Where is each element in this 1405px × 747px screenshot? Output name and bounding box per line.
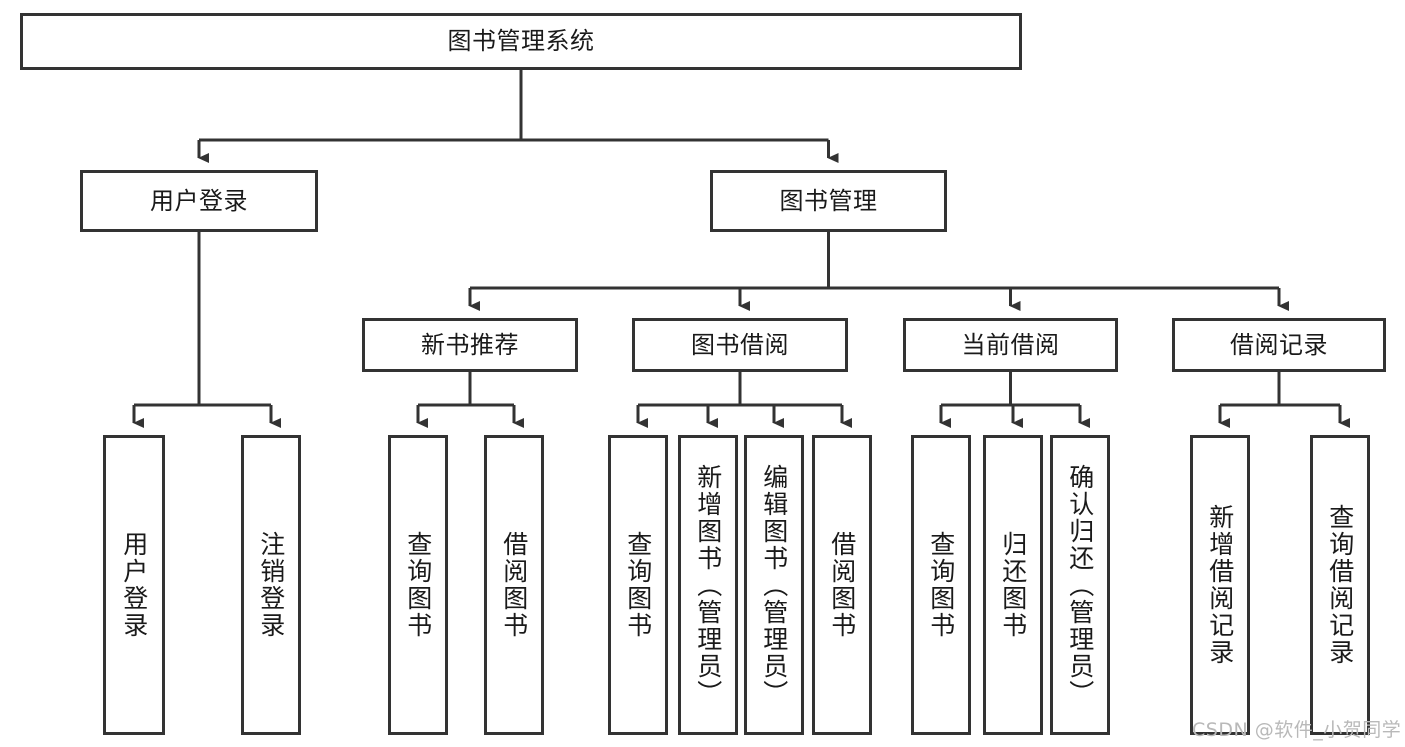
node-label: 查询图书	[623, 531, 653, 639]
node-l4_4: 查询图书	[608, 435, 668, 735]
node-l3_2: 当前借阅	[903, 318, 1118, 372]
node-label: 借阅记录	[1230, 330, 1328, 359]
node-l3_3: 借阅记录	[1172, 318, 1386, 372]
node-label: 新增图书（管理员）	[693, 463, 723, 707]
node-label: 归还图书	[998, 531, 1028, 639]
node-label: 用户登录	[119, 531, 149, 639]
node-label: 查询借阅记录	[1325, 504, 1355, 666]
node-label: 确认归还（管理员）	[1065, 463, 1095, 707]
node-label: 注销登录	[256, 531, 286, 639]
node-label: 查询图书	[403, 531, 433, 639]
node-l4_3: 借阅图书	[484, 435, 544, 735]
node-label: 查询图书	[926, 531, 956, 639]
node-label: 新书推荐	[421, 330, 519, 359]
node-l4_10: 确认归还（管理员）	[1050, 435, 1110, 735]
node-l4_2: 查询图书	[388, 435, 448, 735]
node-l2_1: 图书管理	[710, 170, 947, 232]
node-root: 图书管理系统	[20, 13, 1022, 70]
node-l4_12: 查询借阅记录	[1310, 435, 1370, 735]
node-l4_0: 用户登录	[103, 435, 165, 735]
node-label: 图书管理	[779, 186, 878, 215]
node-label: 编辑图书（管理员）	[759, 463, 789, 707]
node-label: 新增借阅记录	[1205, 504, 1235, 666]
node-label: 图书管理系统	[447, 27, 595, 56]
node-l2_0: 用户登录	[80, 170, 318, 232]
node-label: 借阅图书	[827, 531, 857, 639]
node-l4_7: 借阅图书	[812, 435, 872, 735]
node-label: 借阅图书	[499, 531, 529, 639]
node-l4_9: 归还图书	[983, 435, 1043, 735]
node-l4_8: 查询图书	[911, 435, 971, 735]
node-label: 当前借阅	[961, 330, 1060, 359]
node-l3_1: 图书借阅	[632, 318, 848, 372]
node-l4_11: 新增借阅记录	[1190, 435, 1250, 735]
node-l4_5: 新增图书（管理员）	[678, 435, 738, 735]
node-label: 用户登录	[150, 186, 248, 215]
node-label: 图书借阅	[691, 330, 789, 359]
watermark-label: CSDN @软件_小贺同学	[1192, 719, 1402, 741]
node-l4_6: 编辑图书（管理员）	[744, 435, 804, 735]
node-l3_0: 新书推荐	[362, 318, 578, 372]
node-l4_1: 注销登录	[241, 435, 301, 735]
